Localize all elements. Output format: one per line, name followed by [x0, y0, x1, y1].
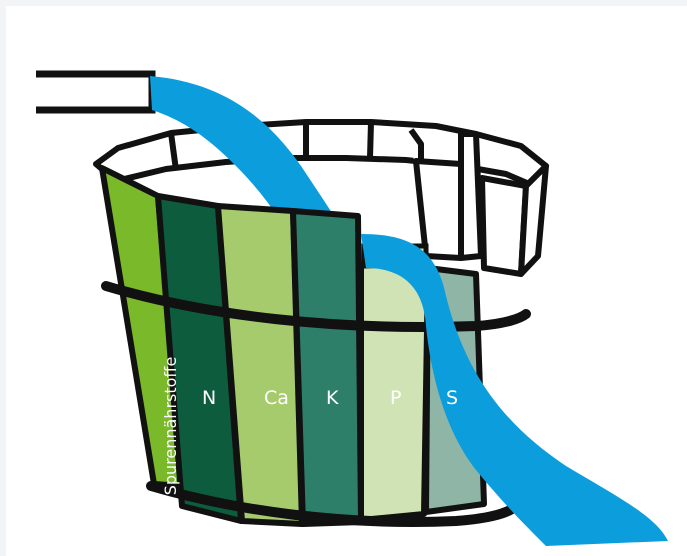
liebig-barrel-diagram: Spurennährstoffe N Ca K P S [6, 6, 687, 556]
diagram-canvas: Spurennährstoffe N Ca K P S [6, 6, 687, 556]
water-pipe [36, 74, 152, 110]
stave-label-n: N [202, 387, 216, 409]
stave-label-ca: Ca [264, 387, 289, 409]
stave-label-p: P [390, 387, 401, 409]
stave-label-s: S [446, 387, 458, 409]
stave-label-trace: Spurennährstoffe [161, 357, 180, 496]
stave-label-k: K [326, 387, 339, 409]
stave-k [293, 211, 361, 524]
